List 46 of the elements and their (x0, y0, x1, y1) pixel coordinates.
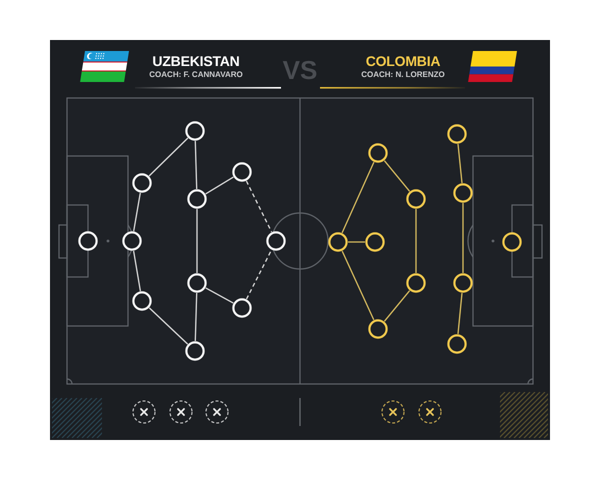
connector-line (196, 209, 198, 273)
dashed-connector (246, 180, 272, 232)
connector-line (148, 307, 188, 345)
connector-line (415, 209, 417, 273)
connector-line (205, 176, 234, 194)
player-circle (406, 189, 426, 209)
player-circle (447, 124, 467, 144)
player-circle (187, 273, 207, 293)
player-circle (132, 173, 152, 193)
player-circle (132, 291, 152, 311)
coach-name: COACH: N. LORENZO (361, 71, 445, 79)
player-circle (406, 273, 426, 293)
player-circle (453, 273, 473, 293)
connector-line (384, 290, 410, 322)
player-circle (232, 298, 252, 318)
player-circle (266, 231, 286, 251)
connector-line (462, 203, 464, 273)
player-circle (502, 232, 522, 252)
player-circle (368, 319, 388, 339)
coach-name: COACH: F. CANNAVARO (149, 71, 243, 79)
connector-line (194, 292, 198, 342)
dashed-connector (246, 250, 272, 300)
player-circle (78, 231, 98, 251)
player-circle (122, 231, 142, 251)
connector-line (457, 292, 463, 334)
player-circle (187, 189, 207, 209)
team-name: UZBEKISTAN (152, 54, 240, 68)
player-circle (447, 334, 467, 354)
connector-line (205, 287, 234, 304)
player-circle (368, 143, 388, 163)
player-circle (328, 232, 348, 252)
connector-line (194, 140, 198, 190)
player-circle (453, 183, 473, 203)
connector-line (348, 241, 365, 243)
connector-line (384, 160, 410, 192)
connector-line (457, 144, 463, 184)
team-name: COLOMBIA (366, 54, 440, 68)
player-circle (365, 232, 385, 252)
connector-line (148, 138, 188, 176)
player-circle (232, 162, 252, 182)
connector-line (342, 162, 374, 234)
connector-line (342, 250, 374, 320)
connector-line (133, 192, 141, 232)
connector-line (132, 250, 142, 292)
player-circle (185, 121, 205, 141)
player-circle (185, 341, 205, 361)
